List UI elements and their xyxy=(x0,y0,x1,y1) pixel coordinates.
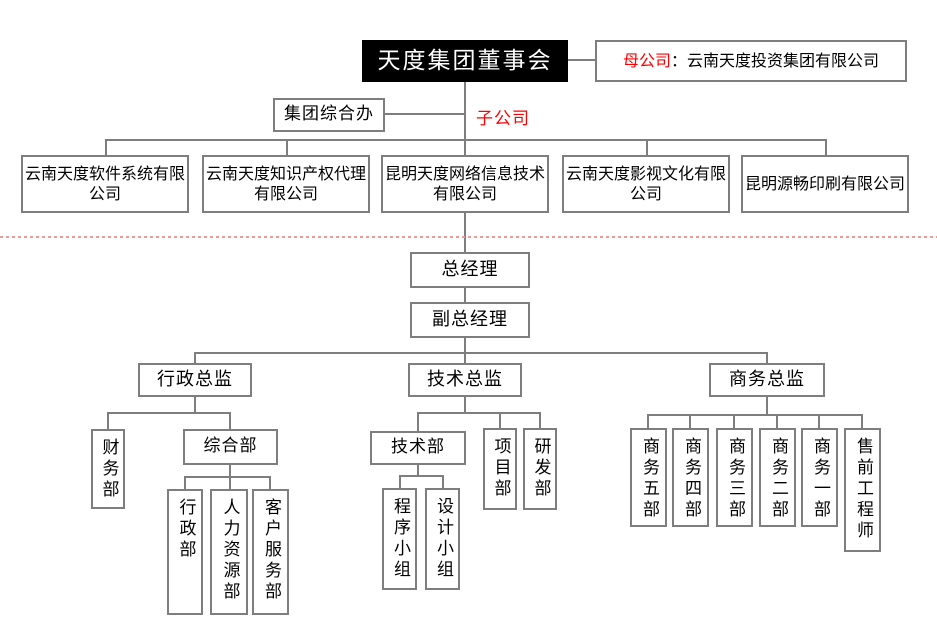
connector-line xyxy=(105,139,827,141)
business-dept3-box: 商务三部 xyxy=(716,428,753,527)
tech-director-box: 技术总监 xyxy=(408,363,522,397)
connector-line xyxy=(464,288,466,302)
connector-line xyxy=(194,352,768,354)
business-director-box: 商务总监 xyxy=(709,363,825,397)
admin-director-box: 行政总监 xyxy=(138,363,252,397)
connector-line xyxy=(184,476,186,489)
board-box: 天度集团董事会 xyxy=(362,40,568,82)
business-dept3-label: 商务三部 xyxy=(725,437,745,521)
connector-line xyxy=(646,139,648,155)
connector-line xyxy=(464,213,466,252)
connector-line xyxy=(399,475,401,488)
connector-line xyxy=(417,412,419,431)
project-dept-box: 项目部 xyxy=(483,428,517,510)
presales-engineer-label: 售前工程师 xyxy=(853,437,873,542)
connector-line xyxy=(464,338,466,353)
design-team-label: 设计小组 xyxy=(433,497,453,581)
connector-line xyxy=(385,113,466,115)
subsidiary-box-printing: 昆明源畅印刷有限公司 xyxy=(741,155,909,213)
connector-line xyxy=(464,82,466,155)
programming-team-box: 程序小组 xyxy=(382,488,417,590)
general-dept-box: 综合部 xyxy=(183,429,278,465)
business-dept2-label: 商务二部 xyxy=(768,437,788,521)
subsidiary-tag-label: 子公司 xyxy=(476,109,530,129)
connector-line xyxy=(861,414,863,428)
parent-company-name: ：云南天度投资集团有限公司 xyxy=(671,51,880,70)
connector-line xyxy=(818,414,820,428)
connector-line xyxy=(194,352,196,363)
business-dept1-label: 商务一部 xyxy=(810,437,830,521)
tech-dept-box: 技术部 xyxy=(370,431,466,465)
connector-line xyxy=(269,476,271,489)
rnd-dept-label: 研发部 xyxy=(530,437,551,500)
connector-line xyxy=(107,412,231,414)
subsidiary-box-ip-agency: 云南天度知识产权代理有限公司 xyxy=(202,155,370,213)
deputy-general-manager-box: 副总经理 xyxy=(410,302,530,338)
business-dept2-box: 商务二部 xyxy=(759,428,796,527)
customer-service-dept-box: 客户服务部 xyxy=(252,489,289,615)
parent-company-box: 母公司：云南天度投资集团有限公司 xyxy=(595,40,907,82)
connector-line xyxy=(194,397,196,414)
connector-line xyxy=(825,139,827,155)
rnd-dept-box: 研发部 xyxy=(523,428,557,510)
programming-team-label: 程序小组 xyxy=(390,497,410,581)
connector-line xyxy=(733,414,735,428)
design-team-box: 设计小组 xyxy=(425,488,460,590)
connector-line xyxy=(417,465,419,477)
connector-line xyxy=(229,465,231,478)
presales-engineer-box: 售前工程师 xyxy=(844,428,881,552)
administration-dept-box: 行政部 xyxy=(167,489,203,615)
customer-service-dept-label: 客户服务部 xyxy=(261,498,281,603)
subsidiary-box-network: 昆明天度网络信息技术有限公司 xyxy=(381,155,549,213)
connector-line xyxy=(766,397,768,416)
project-dept-label: 项目部 xyxy=(490,437,511,500)
connector-line xyxy=(689,414,691,428)
connector-line xyxy=(776,414,778,428)
connector-line xyxy=(442,475,444,488)
subsidiary-box-media: 云南天度影视文化有限公司 xyxy=(562,155,730,213)
business-dept1-box: 商务一部 xyxy=(801,428,838,527)
finance-dept-label: 财务部 xyxy=(98,438,119,501)
general-manager-box: 总经理 xyxy=(410,252,530,288)
connector-line xyxy=(184,476,271,478)
business-dept5-box: 商务五部 xyxy=(630,428,667,527)
connector-line xyxy=(417,412,541,414)
administration-dept-label: 行政部 xyxy=(175,498,196,561)
red-dotted-divider xyxy=(0,236,937,238)
business-dept4-box: 商务四部 xyxy=(672,428,709,527)
connector-line xyxy=(766,352,768,363)
connector-line xyxy=(499,412,501,428)
connector-line xyxy=(229,476,231,489)
business-dept4-label: 商务四部 xyxy=(681,437,701,521)
hr-dept-box: 人力资源部 xyxy=(210,489,248,615)
connector-line xyxy=(107,412,109,429)
connector-line xyxy=(539,412,541,428)
connector-line xyxy=(647,414,863,416)
business-dept5-label: 商务五部 xyxy=(639,437,659,521)
connector-line xyxy=(399,475,444,477)
connector-line xyxy=(229,412,231,429)
connector-line xyxy=(464,352,466,363)
parent-company-label: 母公司 xyxy=(622,51,671,70)
connector-line xyxy=(286,139,288,155)
hr-dept-label: 人力资源部 xyxy=(219,498,240,603)
connector-line xyxy=(647,414,649,428)
group-office-box: 集团综合办 xyxy=(273,98,385,132)
connector-line xyxy=(464,397,466,414)
finance-dept-box: 财务部 xyxy=(91,429,125,509)
subsidiary-box-software: 云南天度软件系统有限公司 xyxy=(21,155,189,213)
connector-line xyxy=(105,139,107,155)
connector-line xyxy=(566,59,595,61)
